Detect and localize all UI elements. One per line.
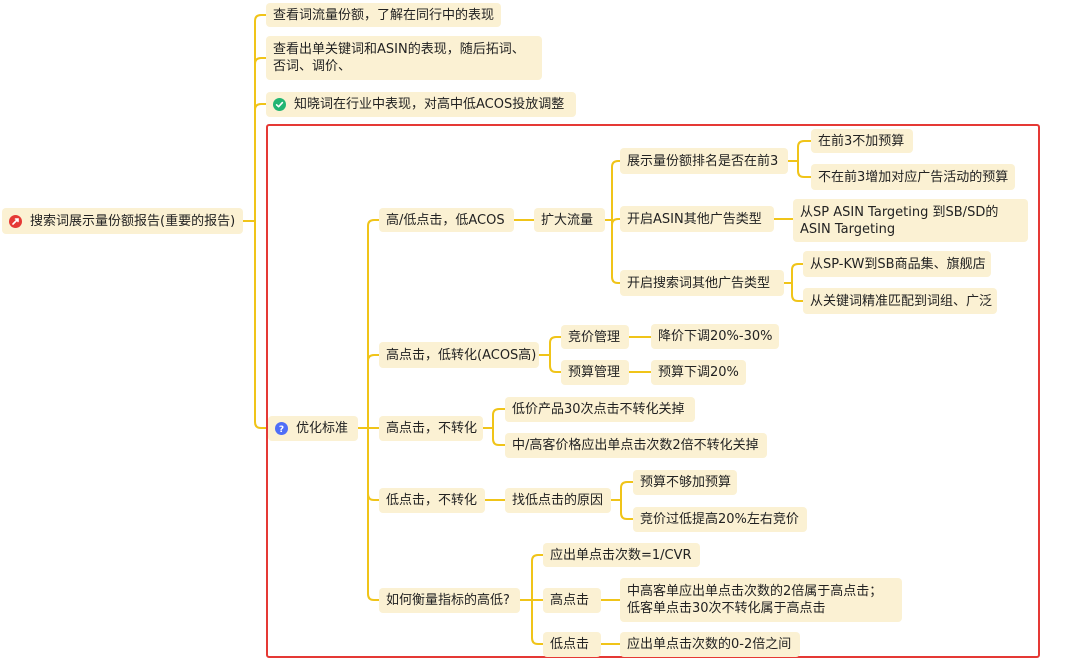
connector <box>367 354 380 429</box>
connector <box>791 282 804 302</box>
node-exact-to-broad[interactable]: 从关键词精准匹配到词组、广泛 <box>803 288 997 314</box>
node-asin-targeting-detail[interactable]: 从SP ASIN Targeting 到SB/SD的ASIN Targeting <box>793 199 1028 242</box>
node-expand-traffic-label: 扩大流量 <box>541 212 594 228</box>
node-kw-to-sb-label: 从SP-KW到SB商品集、旗舰店 <box>810 256 986 272</box>
node-low-click-detail[interactable]: 应出单点击次数的0-2倍之间 <box>620 632 800 657</box>
node-top3-no-budget[interactable]: 在前3不加预算 <box>811 129 913 153</box>
node-high-click-no-conv[interactable]: 高点击，不转化 <box>379 416 483 441</box>
node-measure[interactable]: 如何衡量指标的高低? <box>379 588 520 613</box>
node-high-click-detail-label: 中高客单应出单点击次数的2倍属于高点击；低客单点击30次不转化属于高点击 <box>627 584 883 616</box>
node-high-click-label: 高点击 <box>550 593 590 608</box>
branch-industry-acos[interactable]: 知晓词在行业中表现，对高中低ACOS投放调整 <box>266 92 576 117</box>
connector <box>531 554 544 601</box>
node-budget-low[interactable]: 预算不够加预算 <box>633 470 737 495</box>
branch-industry-acos-label: 知晓词在行业中表现，对高中低ACOS投放调整 <box>294 97 565 112</box>
connector <box>620 481 634 501</box>
node-open-search-label: 开启搜索词其他广告类型 <box>627 275 771 291</box>
node-bid-low-label: 竞价过低提高20%左右竞价 <box>640 512 799 527</box>
node-find-reason[interactable]: 找低点击的原因 <box>505 488 611 513</box>
connector <box>367 219 380 429</box>
node-rank-top3-label: 展示量份额排名是否在前3 <box>627 153 779 169</box>
node-high-click[interactable]: 高点击 <box>543 588 601 613</box>
node-not-top3-add-budget-label: 不在前3增加对应广告活动的预算 <box>818 169 1009 185</box>
node-expand-traffic[interactable]: 扩大流量 <box>534 208 605 232</box>
node-formula-label: 应出单点击次数=1/CVR <box>550 547 692 563</box>
node-top3-no-budget-label: 在前3不加预算 <box>818 133 905 149</box>
node-low-click[interactable]: 低点击 <box>543 632 601 657</box>
connector <box>611 219 621 284</box>
node-low-click-no-conv-label: 低点击，不转化 <box>386 493 478 508</box>
node-measure-label: 如何衡量指标的高低? <box>386 593 510 608</box>
node-high-click-low-conv-label: 高点击，低转化(ACOS高) <box>386 347 537 363</box>
node-low-price-rule-label: 低价产品30次点击不转化关掉 <box>512 402 685 417</box>
branch-traffic-share-label: 查看词流量份额，了解在同行中的表现 <box>273 7 495 23</box>
node-asin-targeting-detail-label: 从SP ASIN Targeting 到SB/SD的ASIN Targeting <box>800 204 999 237</box>
question-circle-icon: ? <box>275 422 288 435</box>
connector <box>797 160 812 178</box>
branch-optimization[interactable]: ? 优化标准 <box>268 416 358 441</box>
connector <box>254 57 267 222</box>
branch-traffic-share[interactable]: 查看词流量份额，了解在同行中的表现 <box>266 3 501 27</box>
node-low-price-rule[interactable]: 低价产品30次点击不转化关掉 <box>505 397 695 422</box>
node-find-reason-label: 找低点击的原因 <box>512 493 604 508</box>
rocket-icon <box>9 214 22 228</box>
node-low-click-no-conv[interactable]: 低点击，不转化 <box>379 488 485 513</box>
node-mid-high-price-rule[interactable]: 中/高客价格应出单点击次数2倍不转化关掉 <box>505 433 767 458</box>
node-open-search[interactable]: 开启搜索词其他广告类型 <box>620 270 784 296</box>
connector <box>492 427 506 446</box>
connector <box>549 354 562 373</box>
node-not-top3-add-budget[interactable]: 不在前3增加对应广告活动的预算 <box>811 164 1015 190</box>
svg-text:?: ? <box>279 425 284 435</box>
node-high-click-no-conv-label: 高点击，不转化 <box>386 421 478 436</box>
connector <box>791 263 804 284</box>
root-label: 搜索词展示量份额报告(重要的报告) <box>30 213 236 229</box>
node-exact-to-broad-label: 从关键词精准匹配到词组、广泛 <box>810 293 993 309</box>
connector <box>254 103 267 222</box>
node-open-asin[interactable]: 开启ASIN其他广告类型 <box>620 206 774 232</box>
connector <box>549 336 562 356</box>
root-node[interactable]: 搜索词展示量份额报告(重要的报告) <box>2 208 243 234</box>
branch-keyword-asin[interactable]: 查看出单关键词和ASIN的表现，随后拓词、否词、调价、 <box>266 36 542 80</box>
node-high-click-low-conv[interactable]: 高点击，低转化(ACOS高) <box>379 342 539 368</box>
connector <box>531 599 544 645</box>
node-high-click-low-acos-label: 高/低点击，低ACOS <box>386 212 505 228</box>
node-bid-management[interactable]: 竞价管理 <box>561 325 629 349</box>
node-budget-cut-label: 预算下调20% <box>658 365 739 380</box>
node-high-click-detail[interactable]: 中高客单应出单点击次数的2倍属于高点击；低客单点击30次不转化属于高点击 <box>620 578 902 622</box>
node-budget-management[interactable]: 预算管理 <box>561 360 629 385</box>
node-budget-cut[interactable]: 预算下调20% <box>651 360 746 385</box>
node-price-cut[interactable]: 降价下调20%-30% <box>651 324 779 349</box>
check-circle-icon <box>273 98 286 111</box>
node-rank-top3[interactable]: 展示量份额排名是否在前3 <box>620 148 788 174</box>
node-mid-high-price-rule-label: 中/高客价格应出单点击次数2倍不转化关掉 <box>512 438 759 453</box>
connector <box>254 14 267 222</box>
branch-keyword-asin-label: 查看出单关键词和ASIN的表现，随后拓词、否词、调价、 <box>273 42 525 74</box>
connector <box>797 140 812 162</box>
node-low-click-label: 低点击 <box>550 637 590 652</box>
highlight-box <box>266 124 1040 658</box>
node-bid-low[interactable]: 竞价过低提高20%左右竞价 <box>633 507 807 532</box>
branch-optimization-label: 优化标准 <box>296 421 349 436</box>
node-kw-to-sb[interactable]: 从SP-KW到SB商品集、旗舰店 <box>803 251 991 277</box>
connector <box>492 408 506 429</box>
node-low-click-detail-label: 应出单点击次数的0-2倍之间 <box>627 637 792 652</box>
connector <box>611 160 621 221</box>
node-formula[interactable]: 应出单点击次数=1/CVR <box>543 543 700 567</box>
node-bid-management-label: 竞价管理 <box>568 329 621 345</box>
connector <box>367 427 380 601</box>
node-budget-low-label: 预算不够加预算 <box>640 475 732 490</box>
connector <box>254 220 267 429</box>
node-price-cut-label: 降价下调20%-30% <box>658 329 773 344</box>
node-budget-management-label: 预算管理 <box>568 365 621 380</box>
node-open-asin-label: 开启ASIN其他广告类型 <box>627 211 762 227</box>
connector <box>620 499 634 520</box>
node-high-click-low-acos[interactable]: 高/低点击，低ACOS <box>379 208 514 232</box>
